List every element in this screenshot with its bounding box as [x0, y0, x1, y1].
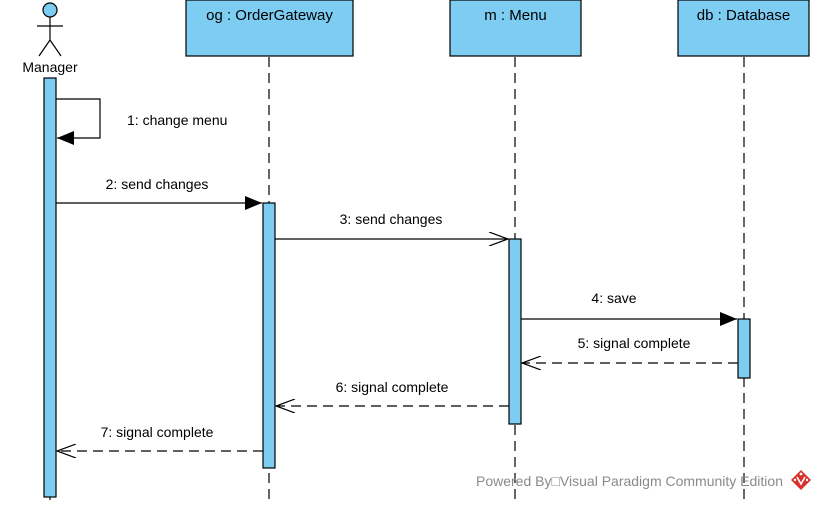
- activation-bar-manager[interactable]: [43, 77, 57, 498]
- lifeline-header-db[interactable]: db : Database: [677, 0, 810, 57]
- message-4-label: 4: save: [591, 290, 636, 306]
- message-5-label: 5: signal complete: [578, 335, 691, 351]
- visual-paradigm-logo-icon: [791, 470, 811, 490]
- message-3-label: 3: send changes: [340, 211, 443, 227]
- lifeline-label-menu: m : Menu: [484, 7, 547, 24]
- lifeline-header-og[interactable]: og : OrderGateway: [185, 0, 354, 57]
- lifeline-label-db: db : Database: [697, 7, 790, 24]
- lifeline-label-og: og : OrderGateway: [206, 7, 333, 24]
- message-6-label: 6: signal complete: [336, 379, 449, 395]
- actor-name: Manager: [22, 59, 78, 75]
- stick-figure-icon[interactable]: [37, 2, 63, 57]
- activation-bar-menu[interactable]: [508, 238, 522, 425]
- activation-bar-db[interactable]: [737, 318, 751, 379]
- activation-bar-og[interactable]: [262, 202, 276, 469]
- lifeline-header-menu[interactable]: m : Menu: [449, 0, 582, 57]
- message-2-label: 2: send changes: [106, 176, 209, 192]
- watermark-text: Powered By□Visual Paradigm Community Edi…: [476, 473, 783, 489]
- message-1-label: 1: change menu: [127, 112, 227, 128]
- message-7-label: 7: signal complete: [101, 424, 214, 440]
- message-1-arrow[interactable]: [56, 98, 101, 145]
